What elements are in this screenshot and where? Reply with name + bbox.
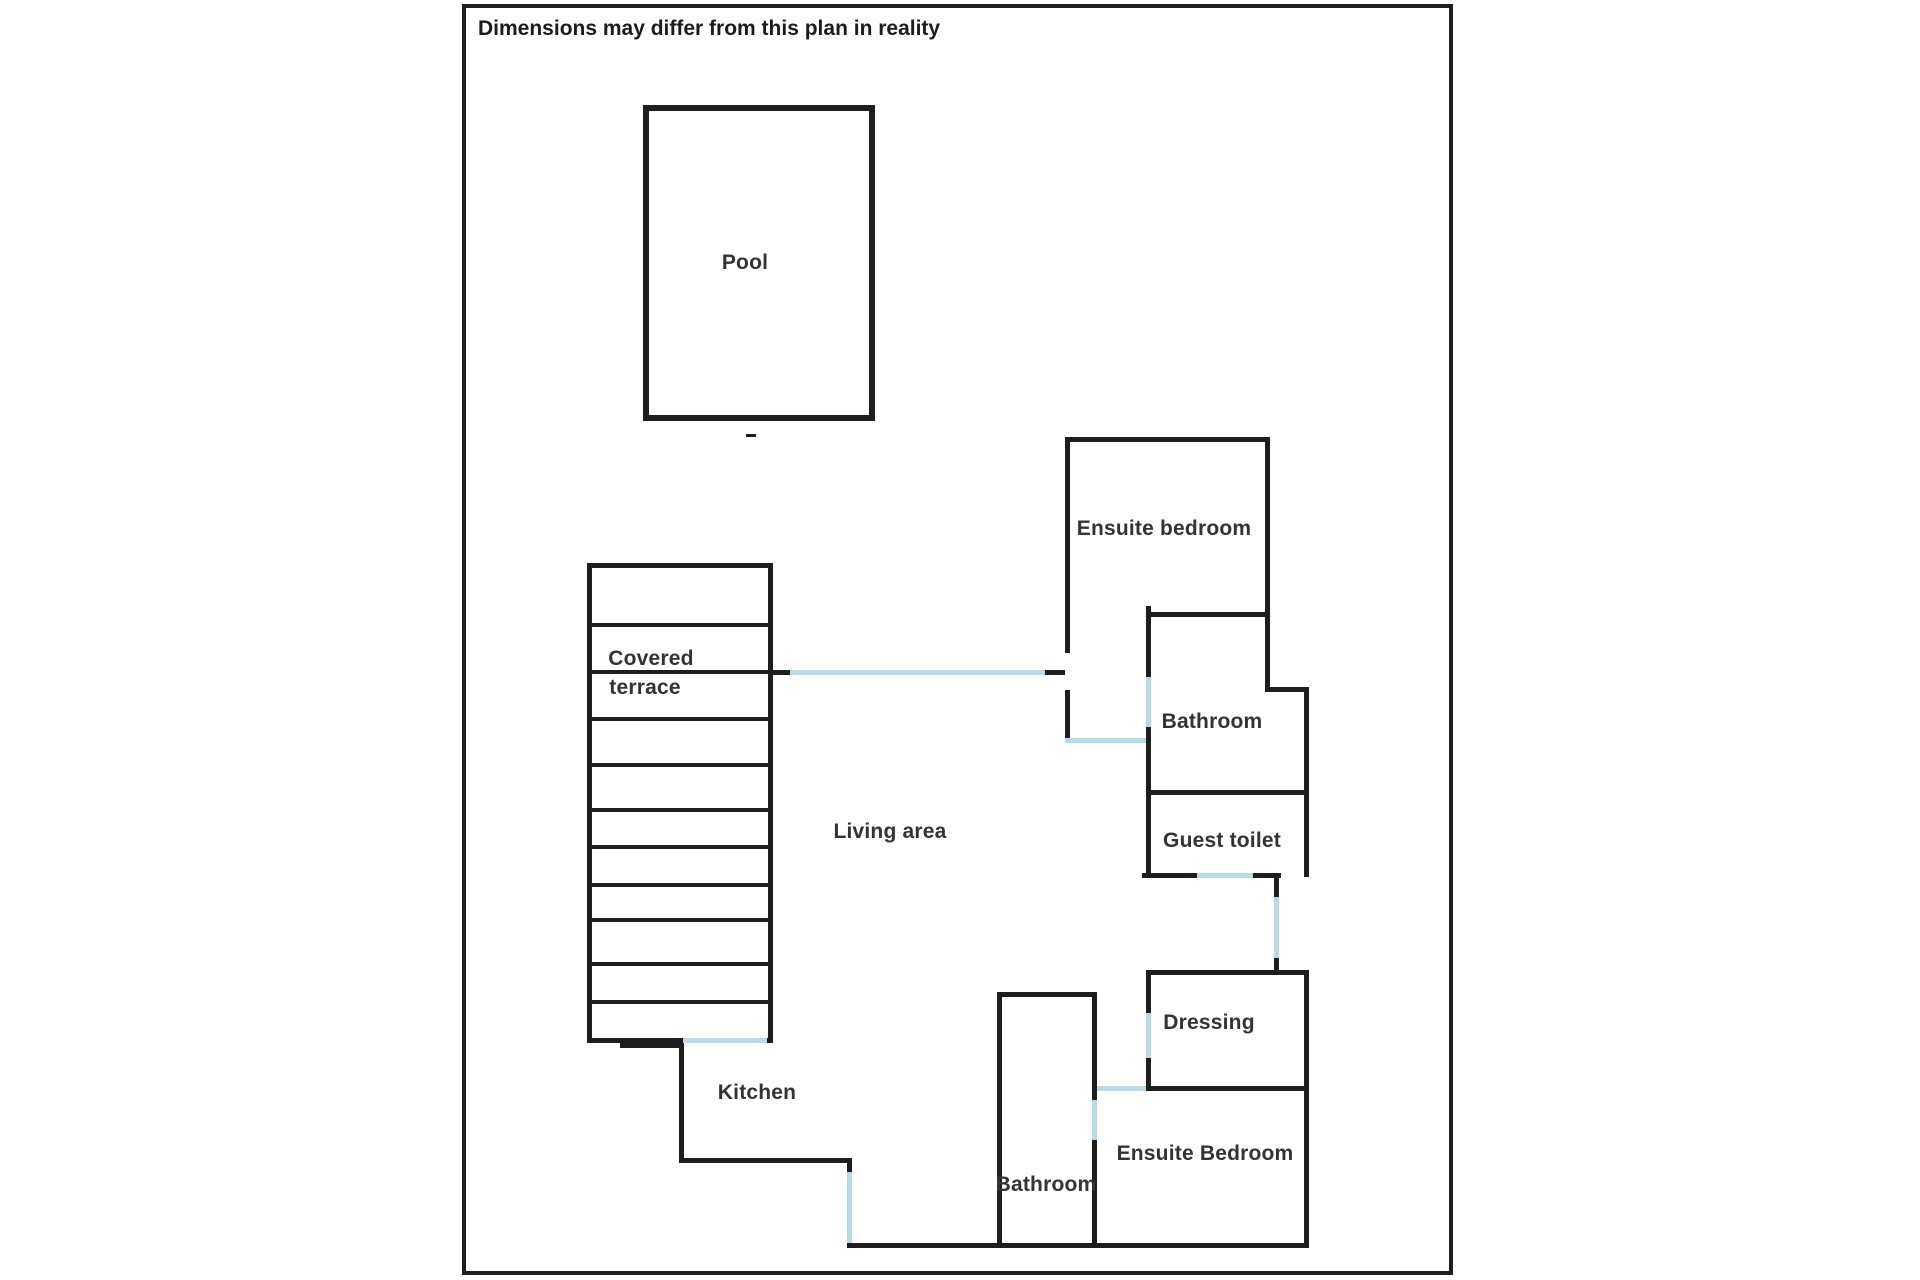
terrace-slat-4 [587,763,773,767]
guest-toilet-label: Guest toilet [1163,829,1281,852]
hall-door-tick-bottom [1274,958,1279,972]
dressing-left-door [1146,1013,1151,1058]
bathroom-bottom-label: Bathroom [995,1173,1097,1196]
terrace-bottom-door [683,1038,767,1043]
bedroom1-top-wall [1065,437,1270,442]
bedroom1-bottom-door [1065,738,1146,743]
covered-terrace-line1-label: Covered [608,647,694,670]
living-area-label: Living area [833,820,947,843]
bathroom2-top-wall [997,992,1096,997]
dressing-left-wall-lower [1146,1058,1151,1091]
pool-outline [643,105,875,421]
dressing-left-wall-upper [1146,970,1151,1013]
guest-toilet-bottom-door [1197,873,1253,878]
terrace-slat-9 [587,962,773,966]
bathroom1-left-wall-lower [1146,727,1151,794]
corridor-tick-left [773,670,790,675]
bedroom1-left-wall-lower [1065,690,1070,740]
bathroom2-right-door [1092,1100,1097,1140]
disclaimer-title: Dimensions may differ from this plan in … [478,17,941,40]
ensuite-bedroom-top-label: Ensuite bedroom [1076,517,1252,540]
bathroom-top-label: Bathroom [1161,710,1263,733]
hall-door-tick-top [1274,877,1279,897]
bathroom2-left-wall [997,992,1002,1247]
kitchen-top-stub [620,1043,680,1048]
terrace-slat-1 [587,623,773,627]
kitchen-door-tick [847,1158,852,1172]
covered-terrace-outline [587,563,773,1043]
ensuite-bedroom-bottom-label: Ensuite Bedroom [1116,1142,1294,1165]
bathroom1-bottom-wall [1146,790,1309,795]
pool-bottom-tick [746,434,756,437]
bathroom1-left-wall-upper [1146,606,1151,677]
bedroom2-entry-door [1097,1086,1146,1091]
dressing-bottom-wall [1146,1086,1309,1091]
bathroom2-right-wall-lower [1092,1140,1097,1247]
bedroom1-left-wall-upper [1065,437,1070,653]
bedroom1-right-wall [1265,437,1270,691]
covered-terrace-line2-label: terrace [609,676,681,699]
kitchen-door [847,1172,852,1243]
corridor-sliding-door [790,670,1045,675]
pool-label: Pool [721,251,769,274]
terrace-slat-5 [587,808,773,812]
guest-toilet-left-wall [1146,790,1151,877]
terrace-slat-10 [587,1000,773,1004]
terrace-slat-8 [587,918,773,922]
terrace-slat-3 [587,717,773,721]
kitchen-left-wall [679,1043,684,1163]
bathroom1-top-wall [1146,612,1270,617]
kitchen-bottom-wall [679,1158,851,1163]
bedroom1-step-wall [1265,687,1309,692]
guest-toilet-bottom-wall-right [1253,873,1281,878]
hall-door [1274,897,1279,958]
right-wall-lower [1304,970,1309,1247]
bathroom1-left-door [1146,677,1151,727]
corridor-tick-right [1045,670,1065,675]
dressing-label: Dressing [1163,1011,1255,1034]
terrace-slat-2 [587,670,773,674]
dressing-top-wall [1146,970,1309,975]
kitchen-label: Kitchen [717,1081,797,1104]
guest-toilet-bottom-wall-left [1142,873,1197,878]
plan-outer-border [462,4,1453,1275]
terrace-slat-6 [587,845,773,849]
terrace-slat-7 [587,883,773,887]
right-wall-upper [1304,687,1309,794]
house-bottom-wall [847,1243,1309,1248]
bathroom2-right-wall-upper [1092,992,1097,1100]
guest-toilet-right-wall [1304,790,1309,877]
